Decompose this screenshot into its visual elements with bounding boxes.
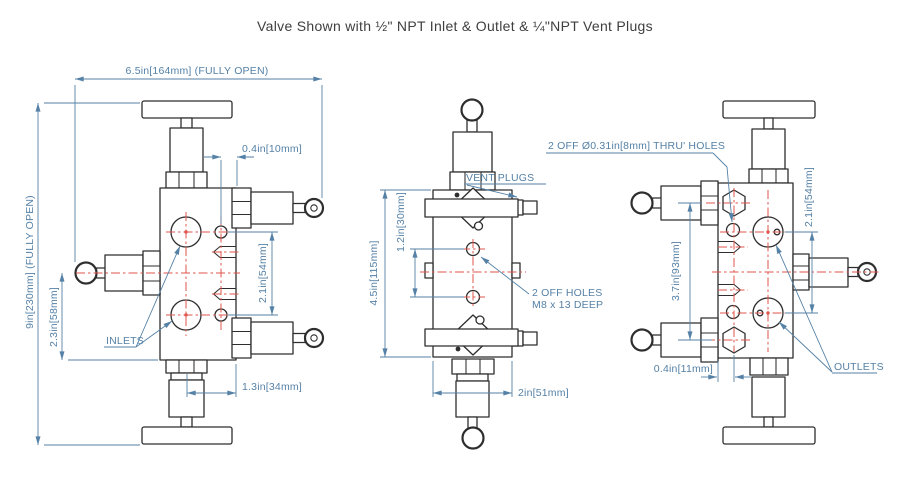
label-mount-holes-line1: 2 OFF HOLES	[532, 287, 602, 299]
dim-front-valve-offset: 1.3in[34mm]	[242, 381, 302, 393]
dim-side-body-height: 4.5in[115mm]	[368, 240, 380, 305]
front-port-centers	[184, 230, 188, 317]
dim-front-center-to-base: 2.3in[58mm]	[48, 287, 60, 347]
drawing-title: Valve Shown with ½" NPT Inlet & Outlet &…	[257, 18, 653, 34]
label-thru-holes: 2 OFF Ø0.31in[8mm] THRU' HOLES	[548, 140, 725, 152]
front-dimensions: 6.5in[164mm] (FULLY OPEN) 9in[230mm] (FU…	[24, 65, 323, 446]
rear-view: 2.1in[54mm] 3.7in[93mm] 0.4in[11mm] 2 OF…	[546, 100, 884, 445]
side-dimension-lines	[380, 183, 546, 397]
dim-front-port-spacing: 2.1in[54mm]	[257, 243, 269, 303]
label-inlets: INLETS	[106, 335, 144, 347]
dim-rear-valve-spacing: 3.7in[93mm]	[670, 241, 682, 301]
dim-rear-hole-offset: 0.4in[11mm]	[654, 363, 713, 375]
rear-centerlines	[706, 188, 880, 352]
side-handle-pins	[454, 192, 461, 352]
side-valve-outline	[424, 119, 538, 429]
rear-port-centers	[766, 230, 770, 315]
rear-handle-balls	[630, 191, 878, 352]
side-handle-balls	[460, 98, 485, 450]
side-view: 4.5in[115mm] 1.2in[30mm] 2in[51mm] VENT …	[368, 98, 603, 450]
label-outlets: OUTLETS	[834, 361, 884, 373]
dim-side-body-width: 2in[51mm]	[518, 387, 569, 399]
front-view: 6.5in[164mm] (FULLY OPEN) 9in[230mm] (FU…	[24, 65, 325, 446]
side-dimensions: 4.5in[115mm] 1.2in[30mm] 2in[51mm] VENT …	[368, 172, 603, 399]
side-centerlines	[420, 239, 526, 308]
front-dimension-lines	[35, 76, 323, 446]
label-mount-holes-line2: M8 x 13 DEEP	[532, 299, 603, 311]
rear-dimensions: 2.1in[54mm] 3.7in[93mm] 0.4in[11mm] 2 OF…	[546, 140, 884, 382]
side-details	[464, 172, 482, 374]
dim-front-width: 6.5in[164mm] (FULLY OPEN)	[126, 65, 269, 77]
label-vent-plugs: VENT PLUGS	[466, 172, 534, 184]
dim-side-hole-spacing: 1.2in[30mm]	[395, 192, 407, 252]
dim-front-hole-offset: 0.4in[10mm]	[242, 143, 302, 155]
rear-dimension-lines	[546, 152, 877, 382]
dim-rear-port-spacing: 2.1in[54mm]	[803, 167, 815, 227]
dim-front-height: 9in[230mm] (FULLY OPEN)	[24, 195, 36, 329]
